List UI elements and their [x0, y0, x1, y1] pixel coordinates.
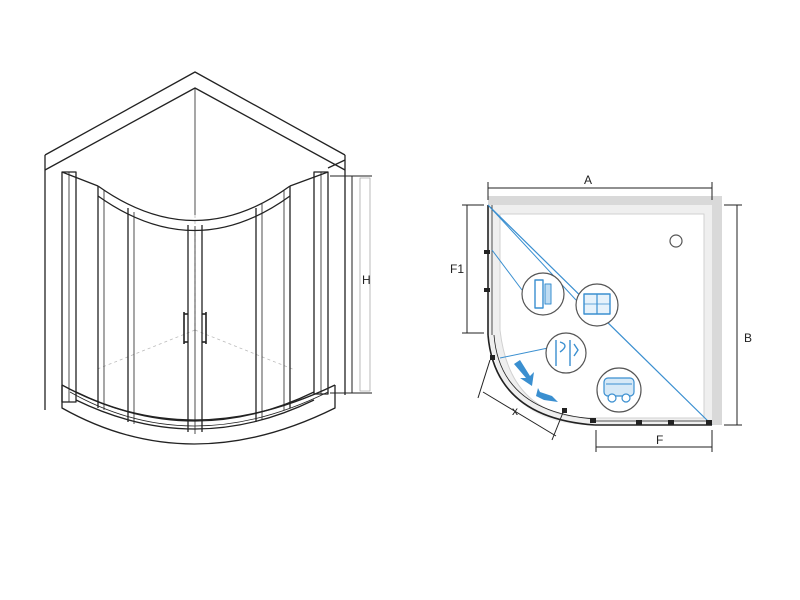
dimension-f-label: F	[656, 433, 663, 447]
panel-verticals	[97, 186, 291, 434]
dimension-f	[595, 430, 713, 452]
dimension-b	[724, 204, 742, 426]
corner-walls	[44, 71, 346, 410]
right-side-frame	[289, 171, 329, 395]
drain	[669, 234, 683, 248]
glass-panel-icon	[575, 283, 619, 327]
height-label: H	[362, 273, 371, 287]
height-dimension	[330, 175, 372, 394]
enclosure-plan-profile	[487, 205, 712, 426]
roller-carriage-icon	[596, 367, 642, 413]
dimension-a-label: A	[584, 173, 592, 187]
perspective-view	[44, 71, 372, 445]
left-side-frame	[61, 171, 99, 403]
dimension-x-label: x	[512, 404, 518, 418]
dimension-f1-label: F1	[450, 262, 464, 276]
top-rail	[97, 185, 291, 231]
tray-right-rim	[712, 205, 722, 425]
sliding-arrows	[514, 360, 558, 402]
profile-detail-icon	[521, 272, 565, 316]
magnetic-seal-icon	[545, 332, 587, 374]
plan-view	[462, 182, 742, 452]
profile-fittings	[484, 250, 712, 425]
door-handles	[183, 312, 207, 344]
dimension-b-label: B	[744, 331, 752, 345]
tray-top-rim	[488, 196, 722, 205]
dimension-a	[487, 182, 713, 200]
dimension-x	[477, 359, 565, 441]
dimension-f1	[462, 204, 484, 334]
shower-tray	[61, 384, 336, 445]
